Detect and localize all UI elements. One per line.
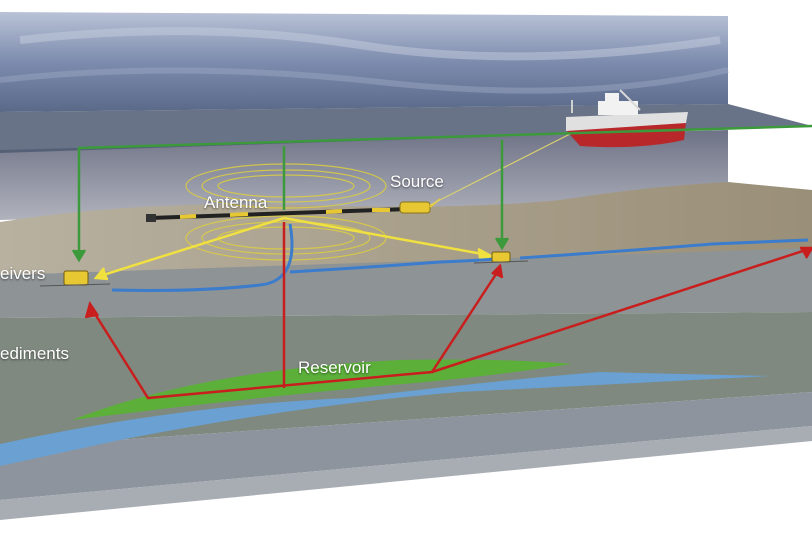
sediment-upper: [0, 248, 812, 318]
sediments-label: ediments: [0, 344, 69, 363]
receiver-left-icon: [39, 270, 111, 287]
antenna-label: Antenna: [204, 193, 268, 212]
sediment-lower: [0, 392, 812, 500]
reservoir: [72, 359, 572, 420]
source-label: Source: [390, 172, 444, 191]
water-layer: [0, 372, 770, 466]
sediment-front-face: [0, 426, 812, 520]
receivers-label: eivers: [0, 264, 46, 283]
back-wall: [0, 12, 729, 220]
blue-lines: [111, 223, 809, 292]
tow-cable: [429, 133, 571, 206]
source-icon: [399, 198, 441, 214]
green-link-lines: [71, 124, 812, 263]
antenna-field-rings: [185, 163, 387, 261]
antenna-array-icon: [146, 207, 409, 222]
receiver-right-icon: [473, 251, 529, 264]
ship-icon: [566, 89, 688, 148]
yellow-signal-lines: [93, 216, 494, 281]
red-reflection-lines: [84, 222, 812, 400]
reservoir-label: Reservoir: [298, 358, 371, 377]
